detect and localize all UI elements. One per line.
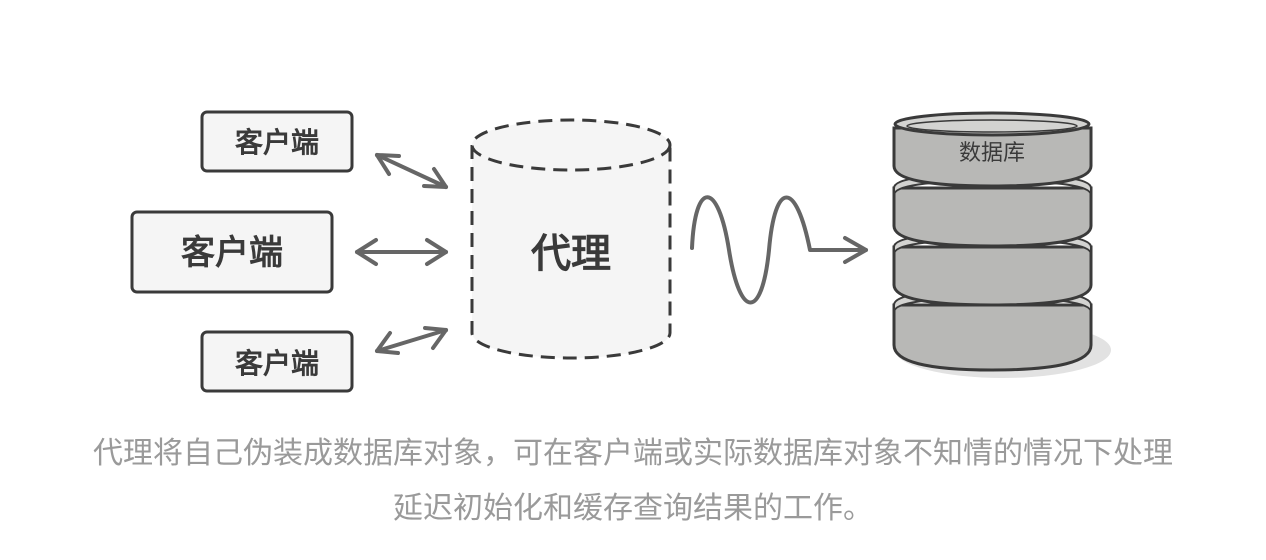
client-box-top: 客户端 xyxy=(200,110,354,173)
database-stack: 数据库 xyxy=(892,111,1111,378)
proxy-label: 代理 xyxy=(530,231,611,277)
arrow-client-top-proxy xyxy=(375,153,448,189)
client-box-middle: 客户端 xyxy=(130,210,334,294)
client-box-bottom: 客户端 xyxy=(200,330,354,393)
client-label-middle: 客户端 xyxy=(181,233,283,273)
caption-line-2: 延迟初始化和缓存查询结果的工作。 xyxy=(393,491,873,526)
client-label-bottom: 客户端 xyxy=(235,347,319,380)
database-label: 数据库 xyxy=(959,141,1025,166)
arrow-client-middle-proxy xyxy=(355,238,448,266)
proxy-cylinder: 代理 xyxy=(470,118,672,360)
client-label-top: 客户端 xyxy=(235,126,319,159)
arrow-client-bottom-proxy xyxy=(375,326,448,355)
proxy-diagram: 客户端 客户端 客户端 代 xyxy=(130,110,1111,393)
caption-line-1: 代理将自己伪装成数据库对象，可在客户端或实际数据库对象不知情的情况下处理 xyxy=(93,436,1173,471)
wave-arrow-proxy-database xyxy=(690,195,868,305)
